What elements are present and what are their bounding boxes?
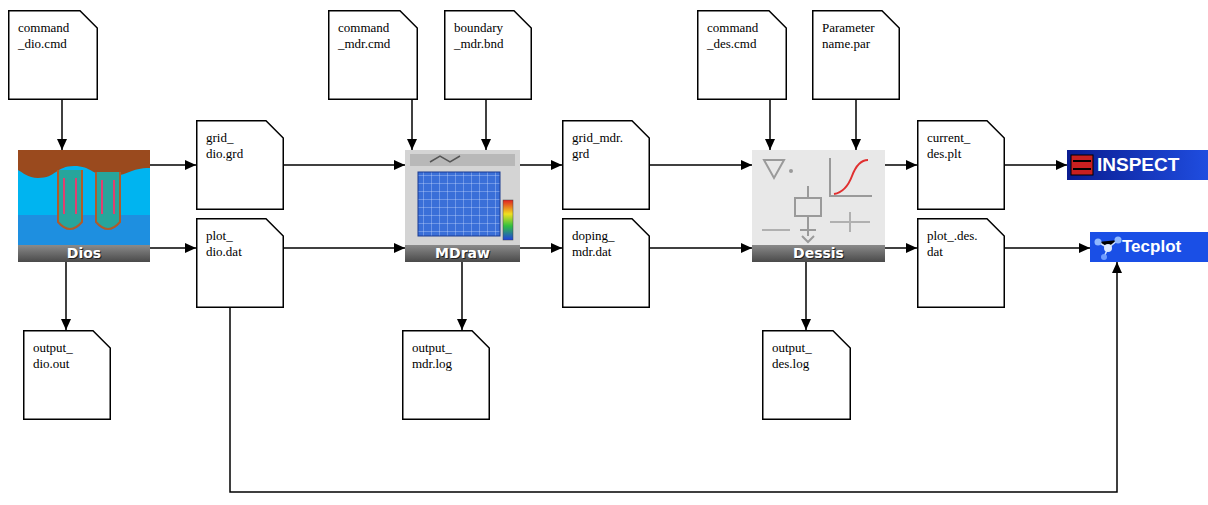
file-name: command _mdr.cmd bbox=[328, 10, 402, 51]
flow-arrow bbox=[284, 164, 405, 166]
viewer-badge: Tecplot bbox=[1090, 232, 1208, 262]
flow-arrow bbox=[520, 164, 562, 166]
file-document: output_ mdr.log bbox=[402, 330, 490, 420]
file-document: grid_mdr. grd bbox=[562, 120, 650, 210]
document-shape bbox=[197, 219, 284, 308]
flow-arrow bbox=[805, 262, 807, 330]
file-document: plot_.des. dat bbox=[917, 218, 1005, 308]
file-document: grid_ dio.grd bbox=[196, 120, 284, 210]
file-name: grid_mdr. grd bbox=[562, 120, 636, 161]
file-name: current_ des.plt bbox=[917, 120, 991, 161]
file-name: output_ dio.out bbox=[23, 330, 97, 371]
document-shape bbox=[563, 219, 650, 308]
file-document: doping_ mdr.dat bbox=[562, 218, 650, 308]
flow-arrow bbox=[150, 247, 196, 249]
document-shape bbox=[918, 219, 1005, 308]
flow-arrow bbox=[650, 247, 752, 249]
tool-name: Dios bbox=[18, 245, 150, 262]
document-shape bbox=[24, 331, 111, 420]
dios-icon bbox=[18, 150, 150, 262]
flow-arrow bbox=[1005, 247, 1090, 249]
document-shape bbox=[698, 11, 787, 100]
file-document: command _des.cmd bbox=[697, 10, 787, 100]
file-document: plot_ dio.dat bbox=[196, 218, 284, 308]
mdraw-icon bbox=[405, 150, 520, 262]
document-shape bbox=[9, 11, 98, 100]
file-document: Parameter name.par bbox=[812, 10, 900, 100]
viewer-name: Tecplot bbox=[1122, 237, 1181, 257]
document-shape bbox=[563, 121, 650, 210]
document-shape bbox=[329, 11, 418, 100]
tool-name: Dessis bbox=[752, 245, 885, 262]
file-name: Parameter name.par bbox=[812, 10, 886, 51]
file-document: output_ des.log bbox=[762, 330, 851, 420]
tecplot-badge bbox=[1090, 232, 1208, 262]
flow-arrow bbox=[65, 262, 67, 330]
file-name: command _des.cmd bbox=[697, 10, 771, 51]
dessis-icon bbox=[752, 150, 885, 262]
flow-arrow bbox=[485, 100, 487, 150]
flow-arrow bbox=[769, 100, 771, 150]
viewer-name: INSPECT bbox=[1097, 154, 1179, 176]
document-shape bbox=[197, 121, 284, 210]
document-shape bbox=[813, 11, 900, 100]
file-document: command _mdr.cmd bbox=[328, 10, 418, 100]
file-name: doping_ mdr.dat bbox=[562, 218, 636, 259]
flow-arrow bbox=[461, 262, 463, 330]
file-document: current_ des.plt bbox=[917, 120, 1005, 210]
file-document: boundary _mdr.bnd bbox=[444, 10, 532, 100]
flow-arrow bbox=[284, 247, 405, 249]
tool-icon: Dios bbox=[18, 150, 150, 262]
file-name: plot_ dio.dat bbox=[196, 218, 270, 259]
document-shape bbox=[445, 11, 532, 100]
file-name: grid_ dio.grd bbox=[196, 120, 270, 161]
document-shape bbox=[763, 331, 851, 420]
file-name: output_ des.log bbox=[762, 330, 836, 371]
flow-arrow bbox=[650, 164, 752, 166]
file-name: output_ mdr.log bbox=[402, 330, 476, 371]
flow-arrow bbox=[411, 100, 413, 150]
flow-arrow bbox=[61, 100, 63, 150]
document-shape bbox=[403, 331, 490, 420]
flow-arrow bbox=[150, 164, 196, 166]
viewer-badge: INSPECT bbox=[1067, 150, 1208, 180]
flow-arrow bbox=[1005, 164, 1067, 166]
flow-arrow bbox=[885, 247, 917, 249]
file-name: plot_.des. dat bbox=[917, 218, 991, 259]
tool-icon: Dessis bbox=[752, 150, 885, 262]
file-document: output_ dio.out bbox=[23, 330, 111, 420]
file-document: command _dio.cmd bbox=[8, 10, 98, 100]
flow-arrow bbox=[855, 100, 857, 150]
tool-name: MDraw bbox=[405, 245, 520, 262]
flow-arrow bbox=[520, 247, 562, 249]
file-name: command _dio.cmd bbox=[8, 10, 82, 51]
flow-arrow bbox=[885, 164, 917, 166]
document-shape bbox=[918, 121, 1005, 210]
file-name: boundary _mdr.bnd bbox=[444, 10, 518, 51]
inspect-badge bbox=[1067, 150, 1208, 180]
tool-icon: MDraw bbox=[405, 150, 520, 262]
